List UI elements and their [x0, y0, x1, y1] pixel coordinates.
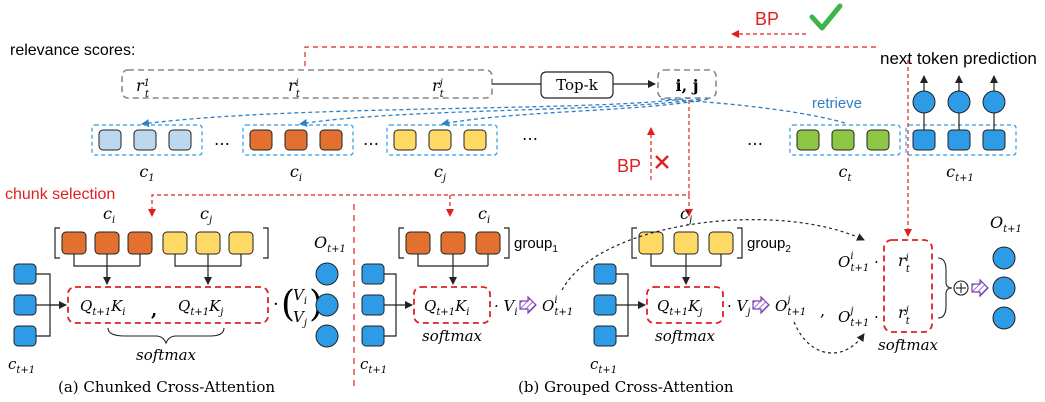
- hatched-arrow-icon: [519, 296, 537, 314]
- bp-gradient-line: [304, 46, 876, 66]
- query-tokens-b1: ct+1: [360, 263, 387, 376]
- chunk-cj: cj: [386, 124, 498, 184]
- bp-mid-label: BP: [617, 156, 641, 176]
- hatched-arrow-icon: [971, 279, 989, 297]
- query-tokens-a: ct+1: [8, 263, 37, 376]
- retrieve-label: retrieve: [812, 95, 862, 112]
- retrieve-arrow-3: [441, 98, 709, 127]
- output-label-b: Ot+1: [990, 213, 1022, 235]
- svg-text:ct+1: ct+1: [946, 162, 974, 184]
- softmax-final: softmax: [878, 336, 938, 354]
- softmax-brace-a: [107, 327, 225, 345]
- kv-chunks-a: [61, 231, 254, 255]
- values-a: (: [281, 284, 295, 325]
- plus-circle-icon: [953, 280, 969, 296]
- kv-arrows-a: [73, 254, 242, 284]
- chunk-ct: ct: [789, 124, 901, 184]
- retrieve-arrow-4: [659, 98, 846, 124]
- softmax-a: softmax: [136, 346, 196, 364]
- svg-text:cj: cj: [434, 162, 446, 184]
- oj-curve-arrow: [793, 321, 865, 354]
- chunk-c1: c1: [91, 124, 203, 184]
- label-ci-b: ci: [478, 204, 490, 226]
- dot-a: ·: [273, 294, 279, 315]
- chunk-ct1: ct+1: [905, 124, 1017, 184]
- comma-a: ,: [151, 300, 157, 321]
- caption-a: (a) Chunked Cross-Attention: [58, 378, 275, 396]
- next-token-label: next token prediction: [880, 49, 1037, 68]
- kv-arrows-g1: [417, 254, 489, 267]
- chunk-ci: ci: [242, 124, 354, 184]
- svg-text:ct+1: ct+1: [360, 355, 387, 376]
- label-cj-a: cj: [200, 204, 212, 226]
- ellipsis-1: …: [214, 130, 230, 149]
- value-vi: Vi: [293, 286, 307, 307]
- attention-box-a: [67, 286, 269, 324]
- group1-label: group1: [514, 235, 558, 255]
- label-ci-a: ci: [103, 204, 115, 226]
- label-cj-b: cj: [680, 204, 692, 226]
- qk-i-b: Qt+1Ki: [424, 297, 470, 318]
- retrieve-arrow-2: [299, 98, 701, 127]
- qk-j-b: Qt+1Kj: [657, 297, 702, 318]
- svg-text:c1: c1: [139, 162, 154, 184]
- output-tokens-a: [315, 262, 339, 348]
- svg-text:ct+1: ct+1: [8, 355, 35, 376]
- topk-box: [540, 71, 614, 99]
- output-tokens-b: [992, 246, 1016, 330]
- caption-b: (b) Grouped Cross-Attention: [518, 378, 734, 396]
- check-icon: [809, 3, 843, 31]
- qk-j-a: Qt+1Kj: [178, 297, 223, 318]
- bp-top-label: BP: [755, 9, 779, 29]
- cross-icon: [655, 155, 669, 169]
- sum-brace: [937, 257, 953, 319]
- ellipsis-2: …: [363, 130, 379, 149]
- output-label-a: Ot+1: [314, 233, 346, 255]
- softmax-g1: softmax: [422, 327, 482, 345]
- chunk-selection-label: chunk selection: [5, 186, 115, 203]
- attention-box-g1: [413, 286, 491, 324]
- topk-label: Top-k: [556, 76, 599, 94]
- group1-chunks: [405, 231, 501, 255]
- svg-text:ct+1: ct+1: [590, 355, 617, 376]
- prediction-heads: [912, 75, 1006, 130]
- ellipsis-4: …: [747, 130, 763, 149]
- vi-b: · Vi: [494, 297, 518, 318]
- svg-text:ct: ct: [839, 162, 853, 184]
- comma-b: ,: [820, 301, 825, 320]
- softmax-g2: softmax: [655, 327, 715, 345]
- kv-arrows-g2: [650, 254, 722, 267]
- bracket-g2: [631, 227, 743, 259]
- score-weights-box: [883, 239, 933, 333]
- group2-label: group2: [747, 235, 791, 255]
- group2-chunks: [638, 231, 734, 255]
- value-vj: Vj: [293, 308, 307, 329]
- chunk-selection-line: [148, 100, 690, 217]
- hatched-arrow-icon: [752, 296, 770, 314]
- retrieve-arrow-1: [141, 97, 691, 128]
- qk-i-a: Qt+1Ki: [80, 297, 126, 318]
- bracket-g1: [398, 227, 510, 259]
- svg-text:ci: ci: [290, 162, 302, 184]
- ij-label: i, j: [675, 76, 698, 95]
- query-tokens-b2: ct+1: [590, 263, 617, 376]
- vj-b: · Vj: [727, 297, 750, 318]
- ellipsis-3: …: [522, 125, 538, 144]
- relevance-scores-label: relevance scores:: [10, 42, 135, 59]
- attention-box-g2: [646, 286, 724, 324]
- bracket-a: [54, 227, 269, 259]
